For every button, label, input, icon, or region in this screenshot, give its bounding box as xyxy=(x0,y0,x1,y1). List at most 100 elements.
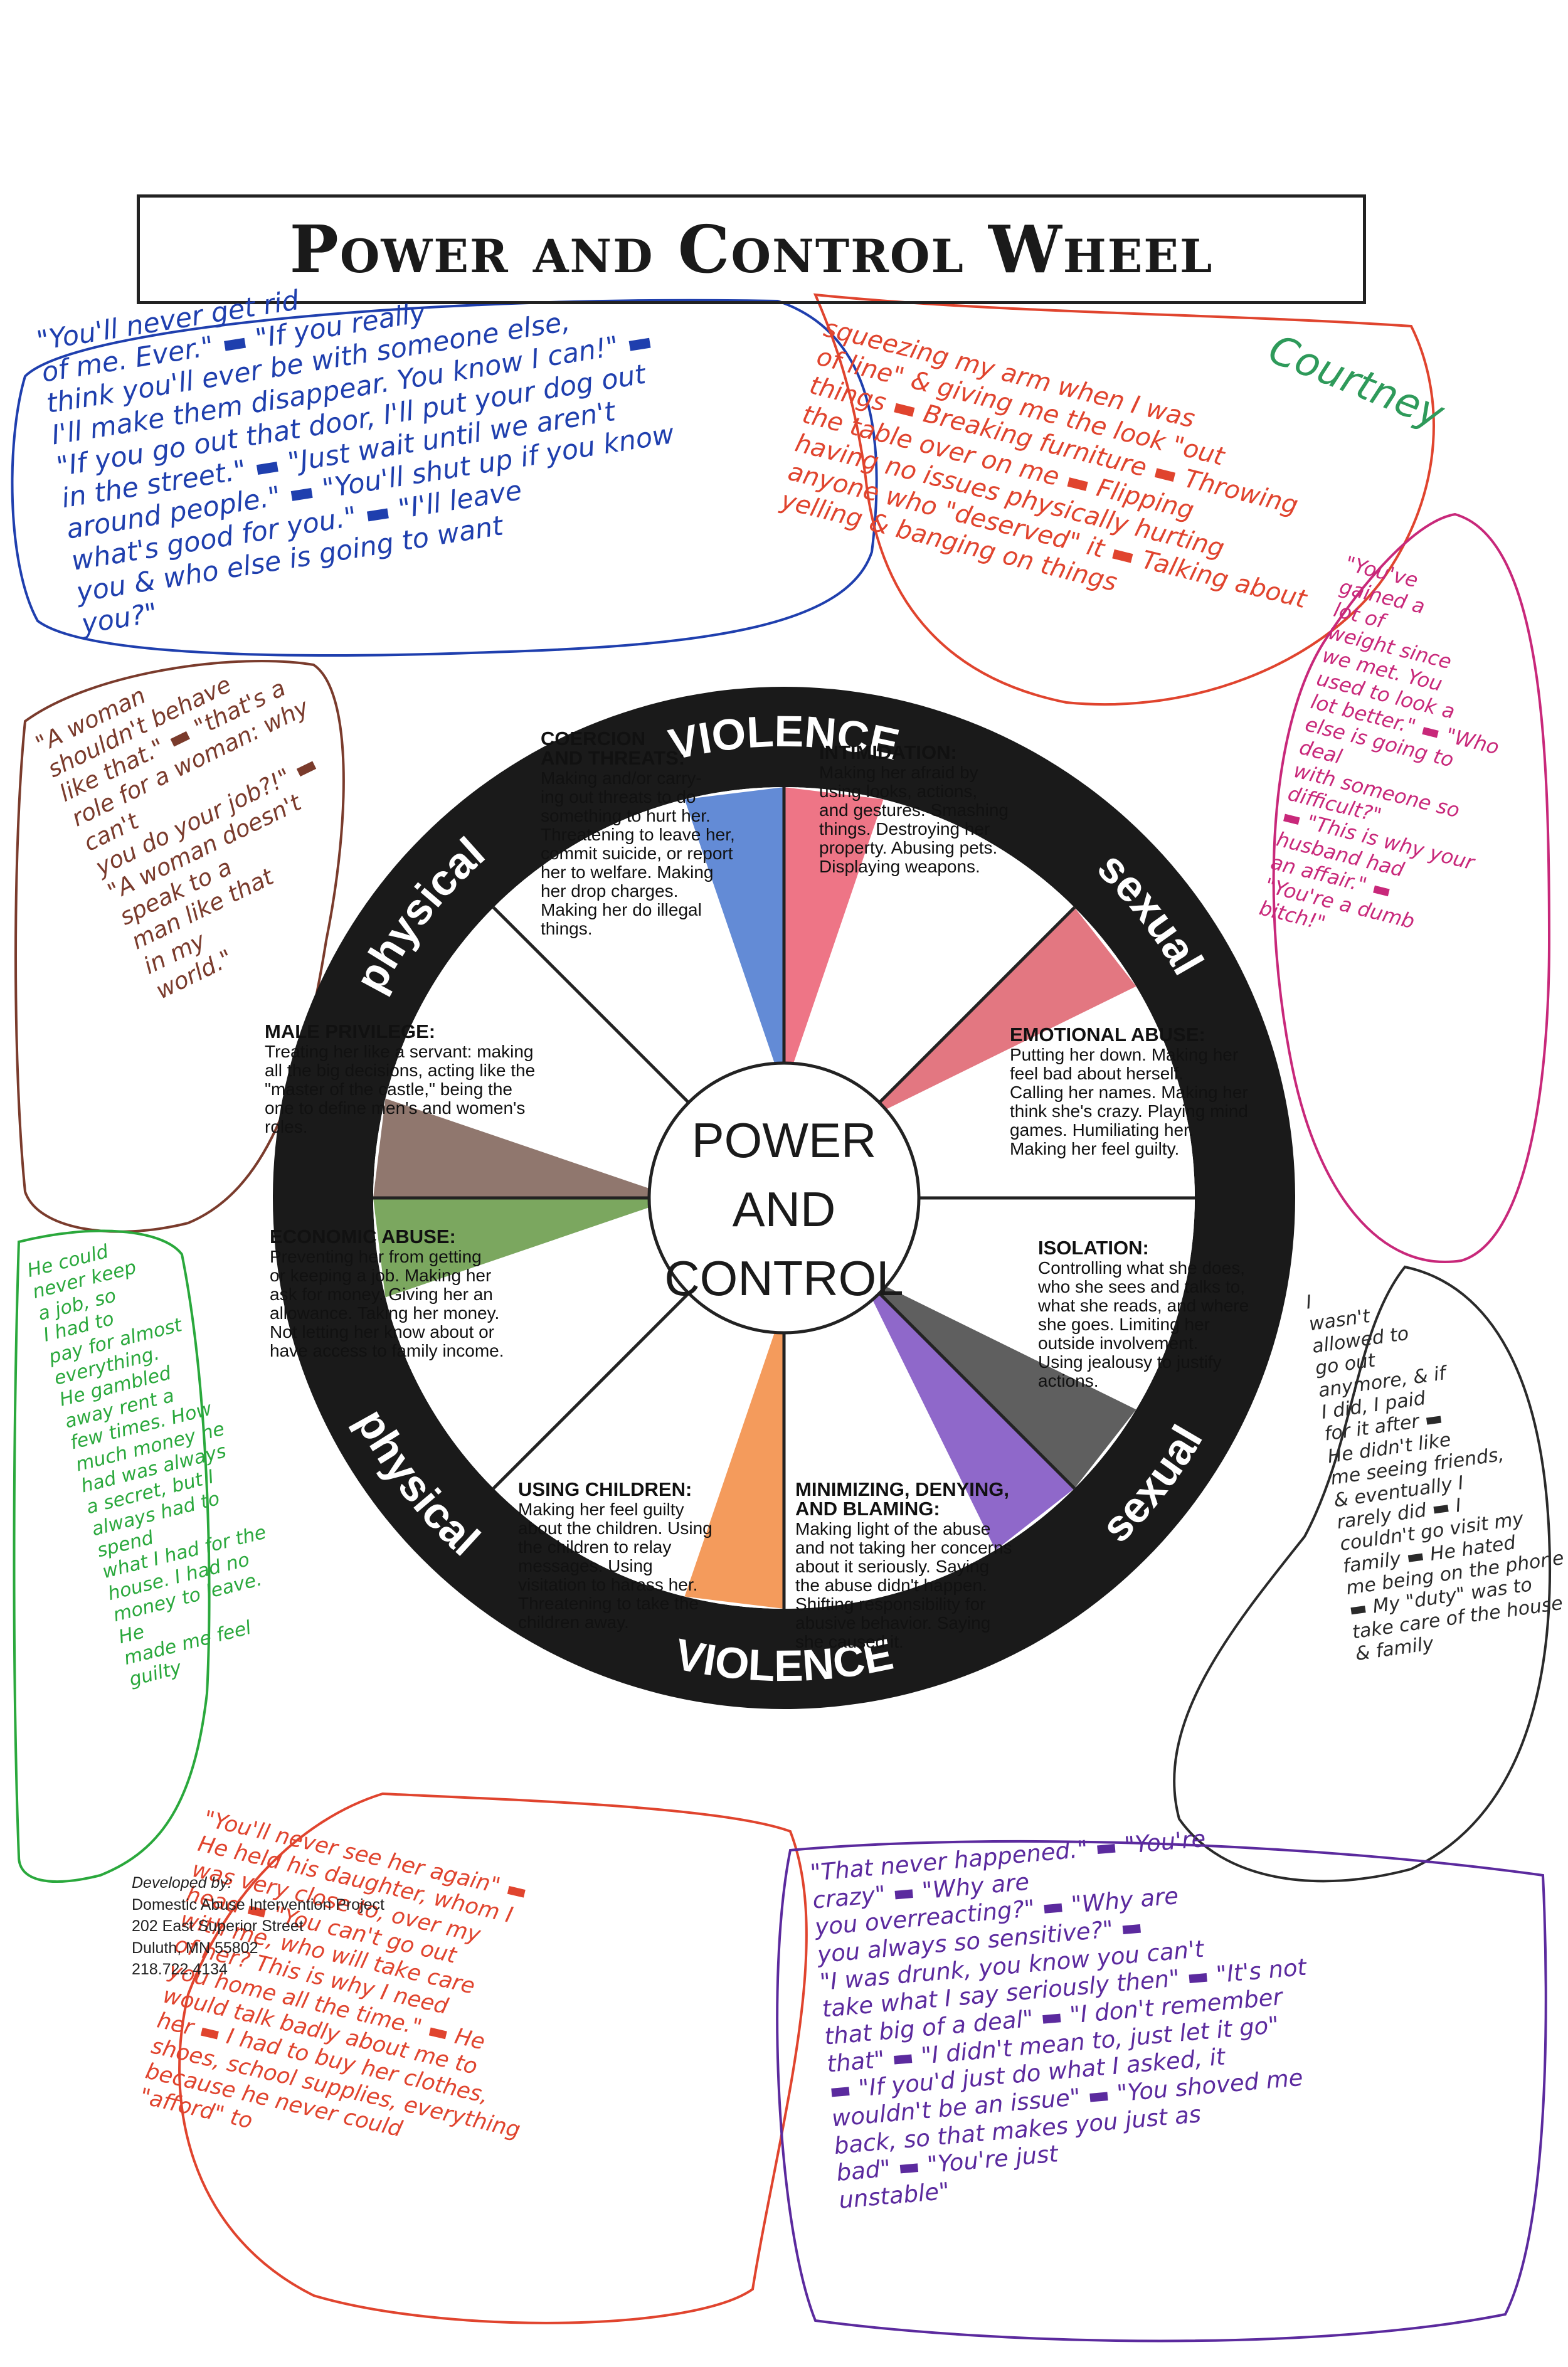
wedge-text-4: MINIMIZING, DENYING,AND BLAMING:Making l… xyxy=(795,1478,1012,1651)
credits-phone: 218.722.4134 xyxy=(132,1961,228,1978)
title-box: Power and Control Wheel xyxy=(137,194,1366,304)
wedge-body-line: visitation to harass her. xyxy=(518,1575,697,1594)
wedge-shading-6 xyxy=(373,1198,650,1298)
wedge-body-line: have access to family income. xyxy=(270,1341,504,1360)
wedge-body-line: Treating her like a servant: making xyxy=(265,1042,534,1061)
wedge-body-line: about the children. Using xyxy=(518,1518,712,1538)
wedge-body-line: Controlling what she does, xyxy=(1038,1258,1245,1278)
wedge-title-line: USING CHILDREN: xyxy=(518,1478,692,1500)
wedge-body-line: Making her feel guilty. xyxy=(1010,1139,1179,1158)
wedge-body-line: ing out threats to do xyxy=(541,787,696,807)
wheel-spokes xyxy=(373,787,1195,1609)
wedge-body-line: about it seriously. Saying xyxy=(795,1557,989,1576)
wedge-body-line: Putting her down. Making her xyxy=(1010,1045,1238,1064)
wedge-body-line: Making her feel guilty xyxy=(518,1500,684,1519)
wedge-body-line: one to define men's and women's xyxy=(265,1098,525,1118)
wedge-body-line: actions. xyxy=(1038,1371,1099,1390)
wedge-shading-7 xyxy=(373,1098,650,1198)
outline-right-upper xyxy=(1272,512,1551,1263)
outline-left-lower xyxy=(13,1229,211,1883)
wedge-body-line: roles. xyxy=(265,1117,307,1136)
credits-org: Domestic Abuse Intervention Project xyxy=(132,1895,384,1914)
wedge-body-line: games. Humiliating her. xyxy=(1010,1120,1194,1140)
wedge-body-line: Making her afraid by xyxy=(819,763,978,782)
wedge-body-line: using looks, actions, xyxy=(819,781,977,801)
wedge-body-line: "master of the castle," being the xyxy=(265,1079,512,1099)
wedge-body-line: who she sees and talks to, xyxy=(1037,1277,1245,1296)
outline-top-right xyxy=(813,293,1435,706)
wedge-body-line: Not letting her know about or xyxy=(270,1322,494,1342)
wedge-body-line: property. Abusing pets. xyxy=(819,838,997,857)
spoke-3 xyxy=(878,1292,1076,1490)
outline-left-upper xyxy=(14,660,345,1233)
wedge-fills xyxy=(373,787,1195,1609)
wedge-body-line: Making her do illegal xyxy=(541,900,702,919)
hub-line-1: POWER xyxy=(692,1113,877,1168)
wedge-body-line: Preventing her from getting xyxy=(270,1247,482,1266)
wedge-body-line: Using jealousy to justify xyxy=(1038,1352,1222,1372)
hub-line-3: CONTROL xyxy=(664,1251,903,1306)
wedge-body-line: allowance. Taking her money. xyxy=(270,1303,499,1323)
wedge-body-line: and gestures. Smashing xyxy=(819,800,1009,820)
wedge-title-line: EMOTIONAL ABUSE: xyxy=(1010,1024,1205,1046)
wedge-body-line: the children to relay xyxy=(518,1537,671,1557)
wedge-body-line: what she reads, and where xyxy=(1037,1296,1249,1315)
spoke-5 xyxy=(492,1292,690,1490)
wedge-shading-2 xyxy=(879,907,1136,1109)
wedge-shading-4 xyxy=(872,1293,1075,1550)
wedge-body-line: commit suicide, or report xyxy=(541,844,733,863)
wedge-body-line: Threatening to leave her, xyxy=(541,825,735,844)
wedge-shading-3 xyxy=(879,1286,1136,1489)
wedge-body-line: Calling her names. Making her xyxy=(1010,1083,1248,1102)
outline-right-lower xyxy=(1173,1265,1552,1883)
credits-city: Duluth, MN 55802 xyxy=(132,1939,258,1957)
wedge-body-line: feel bad about herself. xyxy=(1010,1064,1184,1083)
wedge-body-line: or keeping a job. Making her xyxy=(270,1266,491,1285)
credits-block: Developed by: Domestic Abuse Interventio… xyxy=(132,1872,384,1981)
wedge-body-line: all the big decisions, acting like the xyxy=(265,1061,535,1080)
hub-circle xyxy=(647,1061,921,1335)
page-title: Power and Control Wheel xyxy=(289,211,1214,288)
wedge-text-3: ISOLATION:Controlling what she does,who … xyxy=(1037,1237,1249,1390)
wedge-body-line: things. Destroying her xyxy=(819,819,990,839)
wedge-body-line: think she's crazy. Playing mind xyxy=(1010,1101,1248,1121)
wedge-body-line: messages. Using xyxy=(518,1556,653,1575)
wedge-body-line: abusive behavior. Saying xyxy=(795,1613,990,1633)
wedge-body-line: Making light of the abuse xyxy=(795,1519,990,1538)
outline-top-left xyxy=(11,299,878,657)
outline-bottom-right xyxy=(776,1840,1547,2343)
wedge-title-line: ECONOMIC ABUSE: xyxy=(270,1226,456,1247)
wedge-body-line: something to hurt her. xyxy=(541,806,711,825)
wedge-text-2: EMOTIONAL ABUSE:Putting her down. Making… xyxy=(1010,1024,1248,1158)
wedge-shading-5 xyxy=(684,1332,784,1609)
spoke-1 xyxy=(878,906,1076,1104)
wedge-body-line: ask for money. Giving her an xyxy=(270,1284,493,1304)
wedge-body-line: children away. xyxy=(518,1612,629,1632)
wedge-text-7: MALE PRIVILEGE:Treating her like a serva… xyxy=(265,1020,535,1136)
credits-street: 202 East Superior Street xyxy=(132,1917,304,1935)
wedge-body-line: Shifting responsibility for xyxy=(795,1594,985,1614)
wedge-body-line: Threatening to take the xyxy=(518,1594,699,1613)
wedge-shading-1 xyxy=(784,787,884,1064)
wedge-title-line: INTIMIDATION: xyxy=(819,741,957,763)
wedge-body-line: the abuse didn't happen. xyxy=(795,1575,987,1595)
hub-line-2: AND xyxy=(733,1182,836,1237)
spoke-7 xyxy=(492,906,690,1104)
wedge-body-line: Making and/or carry- xyxy=(541,768,702,788)
wedge-body-line: outside involvement. xyxy=(1038,1333,1198,1353)
wedge-shading-0 xyxy=(684,787,784,1064)
wedge-title-line: ISOLATION: xyxy=(1038,1237,1149,1259)
wedge-title-line: COERCION xyxy=(541,728,645,749)
wedge-body-line: she goes. Limiting her xyxy=(1038,1315,1210,1334)
wedge-title-line: AND THREATS: xyxy=(541,747,685,769)
wedge-body-line: Displaying weapons. xyxy=(819,857,980,876)
wedge-title-line: MALE PRIVILEGE: xyxy=(265,1020,435,1042)
note-bottom-right: "That never happened." ▬ "You're crazy" … xyxy=(809,1824,1308,2214)
outline-bottom-left xyxy=(178,1792,808,2324)
